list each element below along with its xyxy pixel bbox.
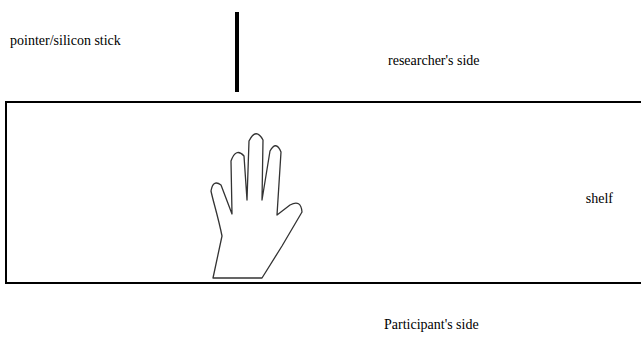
side-label: researcher's side (388, 53, 480, 70)
side-label: pointer/silicon stick (10, 33, 121, 50)
pointer-stick (235, 12, 239, 92)
shelf-box: shelf (5, 101, 641, 284)
hand-outline (211, 134, 302, 278)
node-label: shelf (586, 191, 613, 208)
side-label: Participant's side (384, 317, 479, 334)
